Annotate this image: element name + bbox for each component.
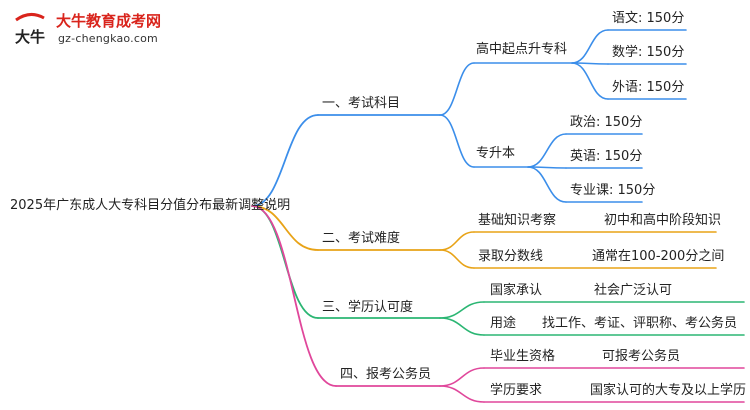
branch-exam-subjects: 一、考试科目 — [322, 96, 401, 111]
connector-recognition-2 — [439, 317, 485, 336]
branch-exam-difficulty: 二、考试难度 — [322, 231, 401, 246]
connector-subject-3 — [571, 62, 609, 100]
civil-key-eligibility: 毕业生资格 — [490, 349, 556, 364]
subject-chinese: 语文: 150分 — [612, 11, 685, 26]
civil-value-education: 国家认可的大专及以上学历 — [590, 383, 747, 398]
connector-group-2 — [439, 114, 475, 168]
recognition-key-national: 国家承认 — [490, 283, 543, 298]
root-topic: 2025年广东成人大专科目分值分布最新调整说明 — [10, 198, 291, 213]
subject-politics: 政治: 150分 — [570, 115, 643, 130]
branch-recognition: 三、学历认可度 — [322, 300, 414, 315]
difficulty-value-score: 通常在100-200分之间 — [592, 249, 725, 264]
recognition-value-usage: 找工作、考证、评职称、考公务员 — [542, 316, 738, 331]
civil-key-education: 学历要求 — [490, 383, 543, 398]
connector-difficulty-2 — [439, 249, 475, 269]
connector-branch-4 — [251, 205, 337, 387]
connector-group-1 — [439, 62, 475, 116]
connector-subject-b1 — [527, 133, 567, 168]
subject-major-course: 专业课: 150分 — [570, 183, 656, 198]
connector-civil-1 — [439, 367, 485, 387]
connector-subject-1 — [571, 29, 609, 64]
site-logo[interactable]: 大牛 大牛教育成考网 gz-chengkao.com — [6, 6, 226, 54]
recognition-value-national: 社会广泛认可 — [594, 283, 673, 298]
logo-mark-text: 大牛 — [15, 28, 45, 46]
brand-url: gz-chengkao.com — [58, 32, 158, 45]
subject-english: 英语: 150分 — [570, 149, 643, 164]
recognition-key-usage: 用途 — [490, 316, 517, 331]
logo-mascot-icon: 大牛 — [15, 13, 45, 46]
connector-subject-b3 — [527, 166, 567, 203]
connector-difficulty-1 — [439, 231, 475, 251]
group-high-school-to-college: 高中起点升专科 — [476, 42, 568, 57]
subject-foreign-language: 外语: 150分 — [612, 80, 685, 95]
civil-value-eligibility: 可报考公务员 — [602, 349, 681, 364]
connector-branch-1 — [251, 114, 319, 207]
subject-math: 数学: 150分 — [612, 45, 685, 60]
difficulty-key-score: 录取分数线 — [478, 249, 544, 264]
connector-branch-2 — [251, 205, 319, 251]
difficulty-key-basics: 基础知识考察 — [478, 213, 557, 228]
group-college-to-bachelor: 专升本 — [476, 146, 516, 161]
difficulty-value-basics: 初中和高中阶段知识 — [604, 213, 722, 228]
connector-recognition-1 — [439, 301, 485, 319]
connector-civil-2 — [439, 385, 485, 403]
brand-name: 大牛教育成考网 — [56, 12, 162, 30]
branch-civil-service: 四、报考公务员 — [340, 367, 432, 382]
